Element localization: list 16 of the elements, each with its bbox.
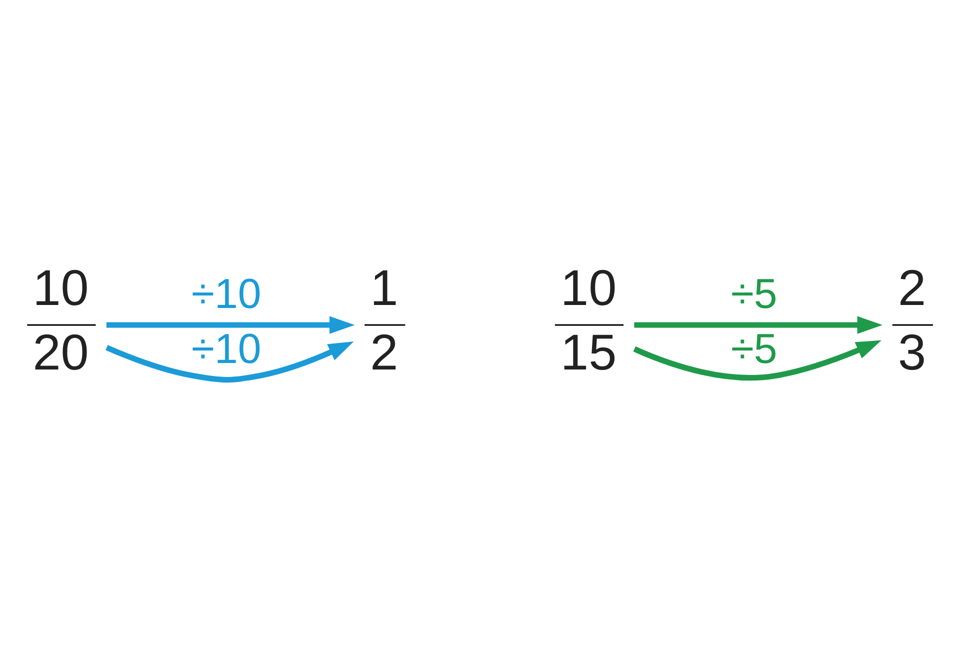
edge-label: ÷5 bbox=[730, 324, 777, 372]
node-label: 3 bbox=[897, 323, 926, 380]
edge-label: ÷10 bbox=[190, 270, 261, 317]
node-label: 15 bbox=[560, 323, 616, 380]
node-label: 2 bbox=[897, 258, 926, 316]
node-label: 10 bbox=[560, 258, 616, 316]
arrow bbox=[105, 341, 354, 382]
edge-label: ÷5 bbox=[730, 270, 777, 317]
node-label: 2 bbox=[370, 323, 398, 380]
arrow bbox=[634, 316, 882, 334]
node-label: 10 bbox=[32, 258, 88, 316]
node-label: 20 bbox=[32, 323, 88, 380]
arrow bbox=[632, 340, 881, 380]
node-label: 1 bbox=[370, 258, 398, 316]
edge-label: ÷10 bbox=[190, 324, 261, 372]
arrow bbox=[106, 316, 354, 334]
